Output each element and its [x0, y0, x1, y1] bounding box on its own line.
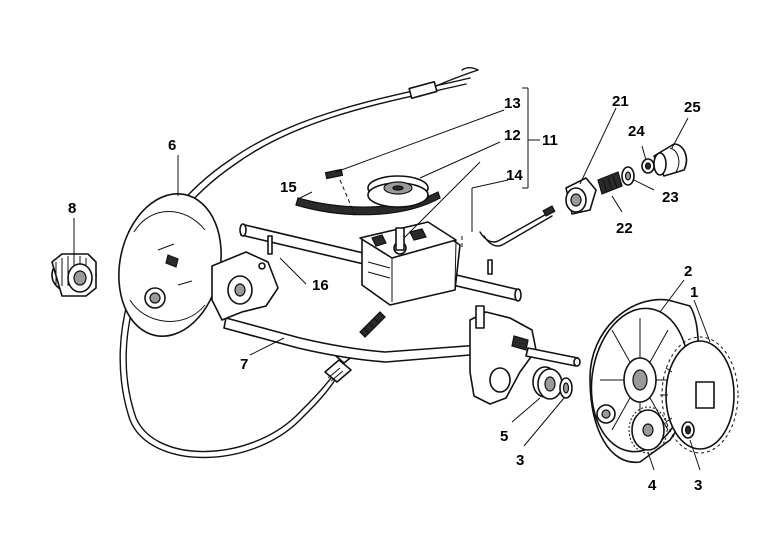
callout-15: 15	[280, 179, 297, 196]
callout-23: 23	[662, 189, 679, 206]
pinion-gear	[628, 406, 668, 454]
callout-13: 13	[504, 95, 521, 112]
callout-8: 8	[68, 200, 76, 217]
bearing	[532, 366, 563, 400]
lock-nut	[641, 158, 655, 174]
callout-3-left: 3	[516, 452, 524, 469]
compression-spring	[597, 171, 623, 195]
callout-7: 7	[240, 356, 248, 373]
callout-21: 21	[612, 93, 629, 110]
callout-12: 12	[504, 127, 521, 144]
callout-24: 24	[628, 123, 645, 140]
callout-16: 16	[312, 277, 329, 294]
callout-6: 6	[168, 137, 176, 154]
callout-3-right: 3	[694, 477, 702, 494]
drive-belt	[295, 191, 441, 216]
callout-11: 11	[542, 132, 558, 149]
hub-bushing	[51, 253, 97, 297]
callout-1: 1	[690, 284, 698, 301]
left-bracket-plate	[211, 251, 279, 321]
gearbox	[359, 221, 461, 306]
right-bracket-plate	[469, 305, 537, 405]
callout-5: 5	[500, 428, 508, 445]
shift-rod	[479, 205, 556, 247]
drive-gear	[660, 336, 739, 454]
callout-25: 25	[684, 99, 701, 116]
wheel-cover-disc	[118, 193, 222, 337]
end-cap	[653, 143, 688, 177]
lower-rod	[223, 311, 483, 363]
callout-14: 14	[506, 167, 523, 184]
leader-lines	[73, 87, 711, 471]
callout-2: 2	[684, 263, 692, 280]
control-cable	[119, 67, 479, 459]
stub-shaft	[525, 347, 581, 367]
callout-22: 22	[616, 220, 633, 237]
callout-labels: 6 8 13 12 11 14 15 16 21 22 23 24 25 7 5…	[68, 93, 702, 494]
callout-4: 4	[648, 477, 657, 494]
pulley	[367, 175, 429, 208]
cable-bracket	[565, 177, 597, 215]
